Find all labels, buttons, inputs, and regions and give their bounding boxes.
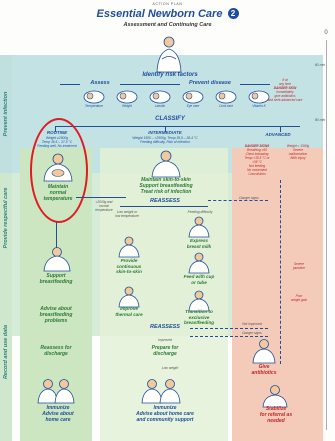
stabilize-referral: Stabilize for referral as needed	[259, 406, 293, 424]
stabilize-icon	[262, 385, 288, 408]
immunize-icon-intermediate	[141, 379, 181, 404]
assess-icon-label: Weight	[122, 104, 132, 108]
advanced-weight-list: Weight < 1500g Severe malformation Birth…	[286, 144, 310, 160]
timeline-zero: 0	[324, 30, 328, 36]
not-improved-label: Not improved	[242, 322, 262, 326]
assess-icon-label: Vitamin K	[252, 104, 266, 108]
classify-line	[55, 126, 300, 127]
routine-immunize: Immunize Advise about home care	[42, 405, 74, 423]
temperature-icon	[83, 90, 105, 104]
continuous-skin: Provide continuous skin-to-skin	[116, 258, 142, 274]
classify-label: CLASSIFY	[155, 116, 185, 122]
antibiotics-icon	[252, 339, 276, 364]
routine-support: Support breastfeeding	[39, 273, 73, 285]
danger-signs-label-1: Danger signs	[239, 196, 259, 200]
routine-flow-1	[56, 222, 57, 252]
skin-to-skin-icon	[151, 150, 181, 178]
highlight-ring	[30, 118, 88, 223]
routine-advise: Advise about breastfeeding problems	[39, 306, 73, 324]
intermediate-reassess-2: REASSESS	[150, 324, 180, 330]
advanced-danger-signs: DANGER SIGNS Breathing >60 Chest indrawi…	[244, 144, 270, 176]
danger-arrow-1	[208, 200, 268, 201]
side-label-prevent-infection: Prevent infection	[0, 55, 12, 173]
assess-icon-label: Lanolin	[154, 104, 166, 108]
page-subtitle: Assessment and Continuing Care	[123, 22, 212, 28]
vitamin-k-icon	[248, 90, 270, 104]
side-label-respectful-care: Provide respectful care	[0, 173, 12, 263]
advanced-heading: ADVANCED	[265, 132, 291, 137]
transition-icon	[188, 290, 210, 312]
note-feed: Feeding difficulty	[187, 210, 213, 214]
weight-icon	[116, 90, 138, 104]
intermediate-reassess: REASSESS	[150, 198, 180, 204]
action-plan-label: ACTION PLAN	[152, 2, 183, 6]
danger-arrow-2	[190, 336, 268, 337]
express-milk: Express breast milk	[186, 238, 212, 249]
immunize-icon-routine	[37, 379, 75, 404]
title-text: Essential Newborn Care	[96, 8, 223, 20]
classify-tick-right	[280, 126, 281, 132]
thermal-care: Improve thermal care	[115, 306, 143, 317]
routine-reassess: Reassess for discharge	[40, 345, 72, 357]
low-weight-label: Low weight	[161, 366, 179, 370]
intermediate-heading: INTERMEDIATE	[148, 130, 182, 135]
poor-weight-gain: Poor weight gain	[290, 294, 308, 302]
eye-care-icon	[182, 90, 204, 104]
give-antibiotics: Give antibiotics	[251, 364, 277, 376]
intermediate-immunize: Immunize Advise about home care and comm…	[136, 405, 194, 423]
timeline-60: 60 min	[314, 63, 326, 67]
assess-icon-label: Cord care	[219, 104, 233, 108]
assess-icon-label: Temperature	[85, 104, 103, 108]
continuous-skin-icon	[118, 236, 140, 258]
routine-to-intermediate-arrow	[76, 197, 126, 198]
danger-sign-note: If at any time DANGER SIGN Immediately g…	[267, 78, 303, 102]
cord-care-icon	[215, 90, 237, 104]
timeline-90: 90 min	[314, 118, 326, 122]
breastfeeding-icon	[43, 247, 71, 272]
timeline-line	[326, 40, 327, 430]
not-improved-arrow	[190, 328, 268, 329]
assess-label: Assess	[80, 80, 120, 86]
intermediate-action: Maintain skin-to-skin Support breastfeed…	[139, 177, 193, 195]
improved-label: Improved	[158, 338, 172, 342]
ms-note: <2000g and normal temperature	[95, 200, 113, 212]
transition-breastfeeding: Transition to exclusive breastfeeding	[183, 309, 215, 325]
assess-icon-label: Eye care	[186, 104, 200, 108]
side-label-record-data: Record and use data	[0, 263, 12, 441]
cup-feed-icon	[188, 252, 210, 274]
note-low: Low weight or low temperature	[115, 210, 139, 218]
reassess-split-line	[120, 206, 208, 207]
thermal-care-icon	[118, 286, 140, 308]
cup-feed: Feed with cup or tube	[183, 274, 215, 285]
lanolin-icon	[149, 90, 171, 104]
identify-figure-icon	[156, 36, 182, 73]
prepare-discharge: Prepare for discharge	[151, 345, 179, 357]
danger-signs-label-2: Danger signs	[242, 331, 262, 335]
express-milk-icon	[188, 216, 210, 238]
intermediate-details: Weight 1500 – <2500g, Temp 35.5 – 36.4 °…	[132, 136, 198, 145]
classify-tick-mid	[165, 126, 166, 132]
advanced-flow-line	[280, 180, 281, 364]
severe-jaundice: Severe jaundice	[293, 262, 305, 270]
assess-line	[60, 84, 270, 85]
plan-number-badge: 2	[227, 8, 239, 19]
page-title: Essential Newborn Care 2	[0, 8, 335, 20]
identify-risk-factors: Identify risk factors	[142, 72, 198, 78]
prevent-disease-label: Prevent disease	[180, 80, 240, 86]
